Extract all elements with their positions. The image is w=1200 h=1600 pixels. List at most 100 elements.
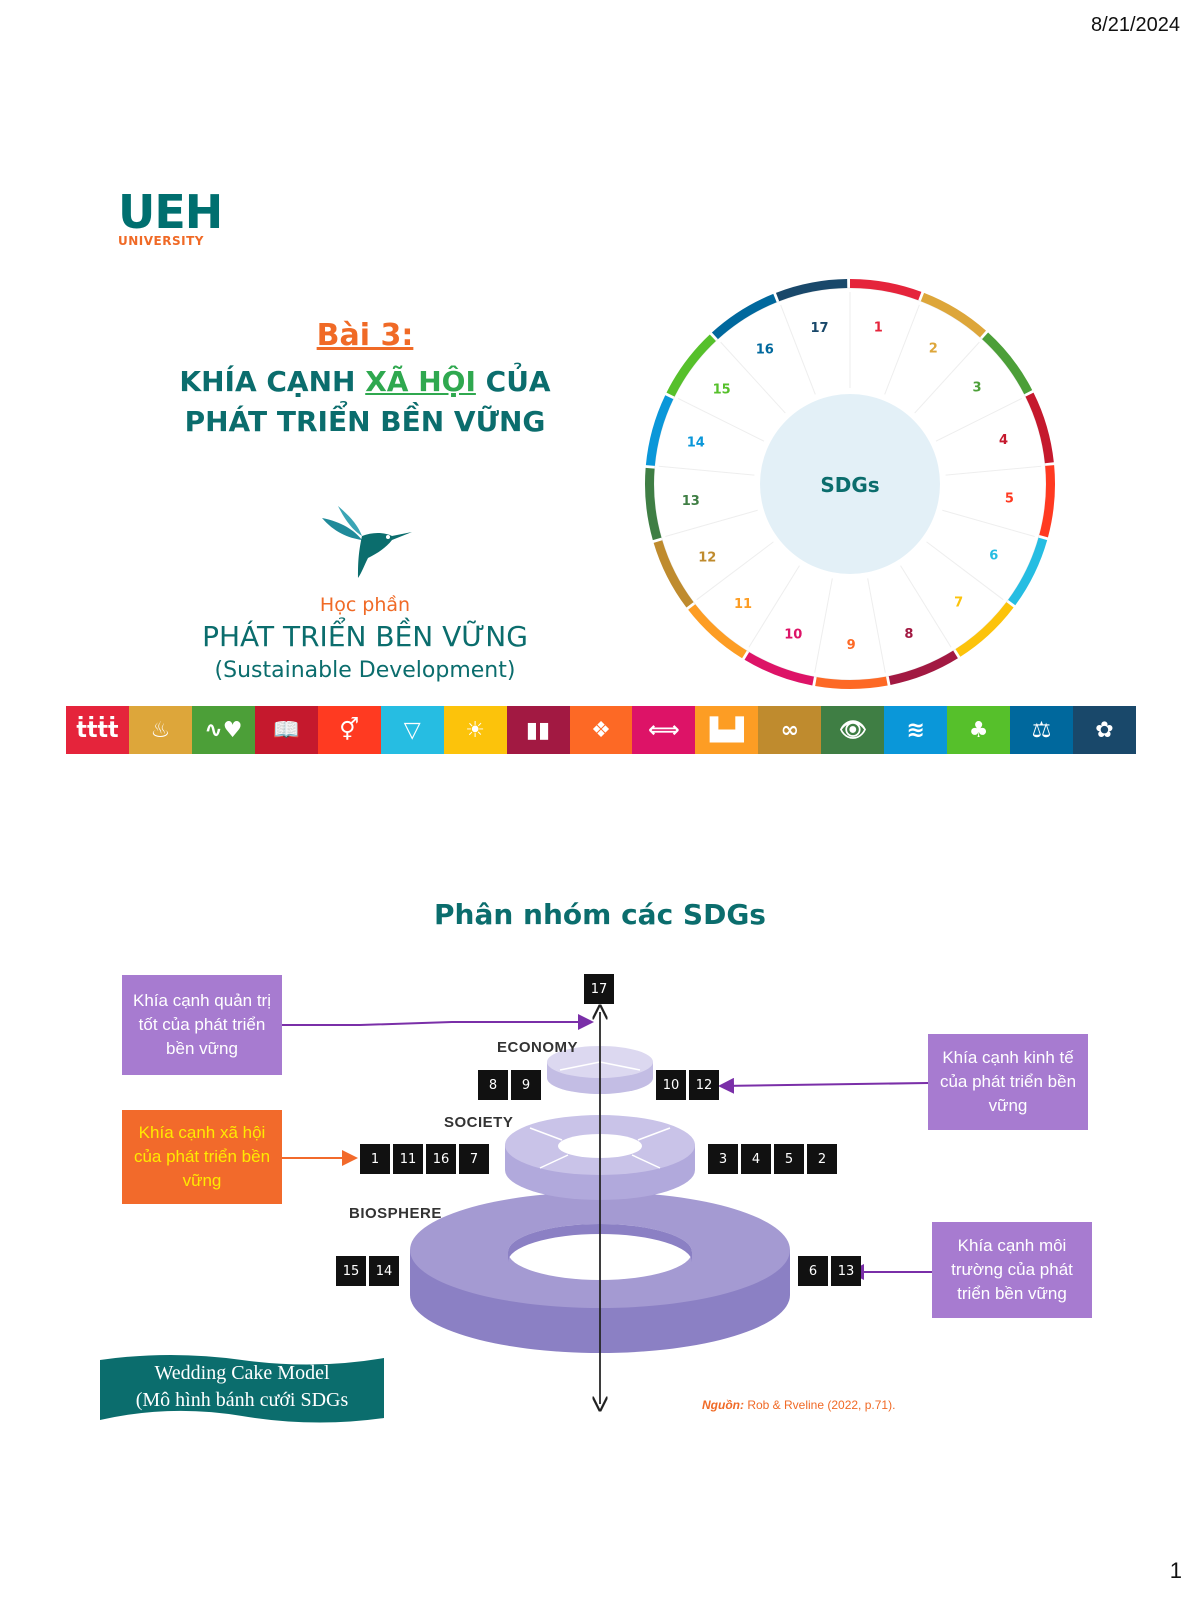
page-number: 1	[1169, 1558, 1182, 1583]
society-layer	[505, 1115, 695, 1200]
wheel-divider-6	[942, 509, 1035, 538]
wheel-number-12: 12	[698, 550, 716, 565]
sdg-tile-9: ❖	[569, 706, 633, 754]
sdg-tile-15: ♣	[947, 706, 1011, 754]
wheel-number-17: 17	[810, 321, 828, 336]
course-name: PHÁT TRIỂN BỀN VỮNG	[202, 620, 528, 653]
sdg-tile-14: ≋	[884, 706, 948, 754]
sdg-icon-8: 8	[478, 1070, 508, 1100]
wheel-segment-2	[920, 292, 986, 338]
ribbon-line1: Wedding Cake Model	[154, 1362, 330, 1384]
biosphere-layer	[410, 1192, 790, 1353]
wheel-segment-5	[1039, 465, 1055, 538]
wheel-divider-17	[780, 304, 816, 395]
wheel-segment-6	[1008, 537, 1048, 606]
sdg-icon-13: 13	[831, 1256, 861, 1286]
wheel-divider-12	[696, 541, 774, 601]
sdg-icon-2: 2	[807, 1144, 837, 1174]
sdg-tile-4: 📖	[254, 706, 318, 754]
wheel-segment-4	[1025, 392, 1054, 464]
wheel-number-14: 14	[687, 435, 705, 450]
wheel-divider-7	[926, 541, 1004, 601]
sdg-icon-7: 7	[459, 1144, 489, 1174]
logo-name: UEH	[118, 185, 223, 239]
ueh-logo: UEH UNIVERSITY	[118, 185, 223, 248]
wheel-divider-3	[914, 341, 980, 414]
source-citation: Nguồn: Rob & Rveline (2022, p.71).	[702, 1398, 895, 1412]
wheel-divider-5	[945, 465, 1042, 476]
wheel-segment-16	[711, 293, 777, 340]
label-economy: ECONOMY	[497, 1039, 579, 1056]
wheel-number-5: 5	[1005, 492, 1014, 507]
wheel-divider-10	[814, 578, 833, 673]
logo-sub: UNIVERSITY	[118, 234, 204, 248]
wheel-number-1: 1	[874, 321, 883, 336]
course-label: Học phần	[319, 594, 411, 616]
title-part2: CỦA	[475, 365, 551, 398]
title-line2: PHÁT TRIỂN BỀN VỮNG	[184, 405, 546, 438]
wheel-segment-9	[815, 676, 888, 689]
sdg-icon-9: 9	[511, 1070, 541, 1100]
wheel-segment-1	[850, 279, 922, 301]
sdg-icon-12: 12	[689, 1070, 719, 1100]
wheel-divider-2	[884, 304, 920, 395]
wheel-segment-7	[955, 602, 1014, 657]
ribbon-line2: (Mô hình bánh cưới SDGs	[135, 1389, 349, 1411]
sdg-tile-5: ⚥	[317, 706, 381, 754]
sdg-tile-2: ♨	[128, 706, 192, 754]
wheel-segment-17	[775, 279, 848, 302]
sdg-tile-6: ▽	[380, 706, 444, 754]
wheel-number-13: 13	[682, 494, 700, 509]
wheel-segment-3	[982, 332, 1033, 395]
wheel-divider-11	[748, 565, 800, 648]
title-part1: KHÍA CẠNH	[179, 365, 366, 398]
sdg-tile-12: ∞	[758, 706, 822, 754]
ribbon-banner	[100, 1355, 384, 1423]
wheel-segment-8	[888, 650, 958, 685]
course-name-en: (Sustainable Development)	[214, 658, 516, 683]
sdg-tile-1: ṫṫṫṫ	[66, 706, 129, 754]
sdg-icon-11: 11	[393, 1144, 423, 1174]
wheel-number-3: 3	[972, 381, 981, 396]
wheel-segment-14	[645, 395, 674, 466]
sdg-icon-strip: ṫṫṫṫ♨∿♥📖⚥▽☀▮▮❖⟺▙▟∞👁≋♣⚖✿	[66, 706, 1136, 754]
ribbon-text: Wedding Cake Model (Mô hình bánh cưới SD…	[100, 1360, 384, 1414]
wheel-divider-4	[935, 397, 1023, 442]
sdg-wheel-center	[760, 394, 940, 574]
wheel-number-8: 8	[904, 627, 913, 642]
lesson-title: KHÍA CẠNH XÃ HỘI CỦA PHÁT TRIỂN BỀN VỮNG	[120, 362, 610, 442]
label-society: SOCIETY	[444, 1114, 514, 1131]
wheel-divider-15	[677, 397, 765, 442]
lesson-number: Bài 3:	[316, 318, 414, 353]
sdg-tile-16: ⚖	[1010, 706, 1073, 754]
sdg-icon-1: 1	[360, 1144, 390, 1174]
title-highlight: XÃ HỘI	[365, 365, 476, 398]
sdg-icon-10: 10	[656, 1070, 686, 1100]
sdg-icon-16: 16	[426, 1144, 456, 1174]
wheel-divider-13	[665, 509, 758, 538]
wheel-segment-11	[688, 604, 747, 659]
wheel-segment-15	[666, 334, 716, 397]
sdg-tile-8: ▮▮	[506, 706, 570, 754]
wheel-number-16: 16	[756, 343, 774, 358]
wheel-segment-13	[645, 467, 662, 541]
sdg-icon-5: 5	[774, 1144, 804, 1174]
wheel-number-7: 7	[954, 595, 963, 610]
sdg-icon-15: 15	[336, 1256, 366, 1286]
sdg-tile-10: ⟺	[632, 706, 696, 754]
callout-economy: Khía cạnh kinh tế của phát triển bền vữn…	[928, 1034, 1088, 1130]
sdg-tile-13: 👁	[821, 706, 885, 754]
wheel-number-6: 6	[989, 548, 998, 563]
sdg-tile-17: ✿	[1073, 706, 1136, 754]
wheel-divider-9	[867, 578, 886, 673]
date: 8/21/2024	[1091, 14, 1180, 36]
sdg-icon-17: 17	[584, 974, 614, 1004]
slide-1: UEH UNIVERSITY Bài 3: KHÍA CẠNH XÃ HỘI C…	[0, 0, 1200, 760]
label-biosphere: BIOSPHERE	[349, 1205, 442, 1222]
wheel-number-4: 4	[999, 433, 1008, 448]
sdg-icon-3: 3	[708, 1144, 738, 1174]
